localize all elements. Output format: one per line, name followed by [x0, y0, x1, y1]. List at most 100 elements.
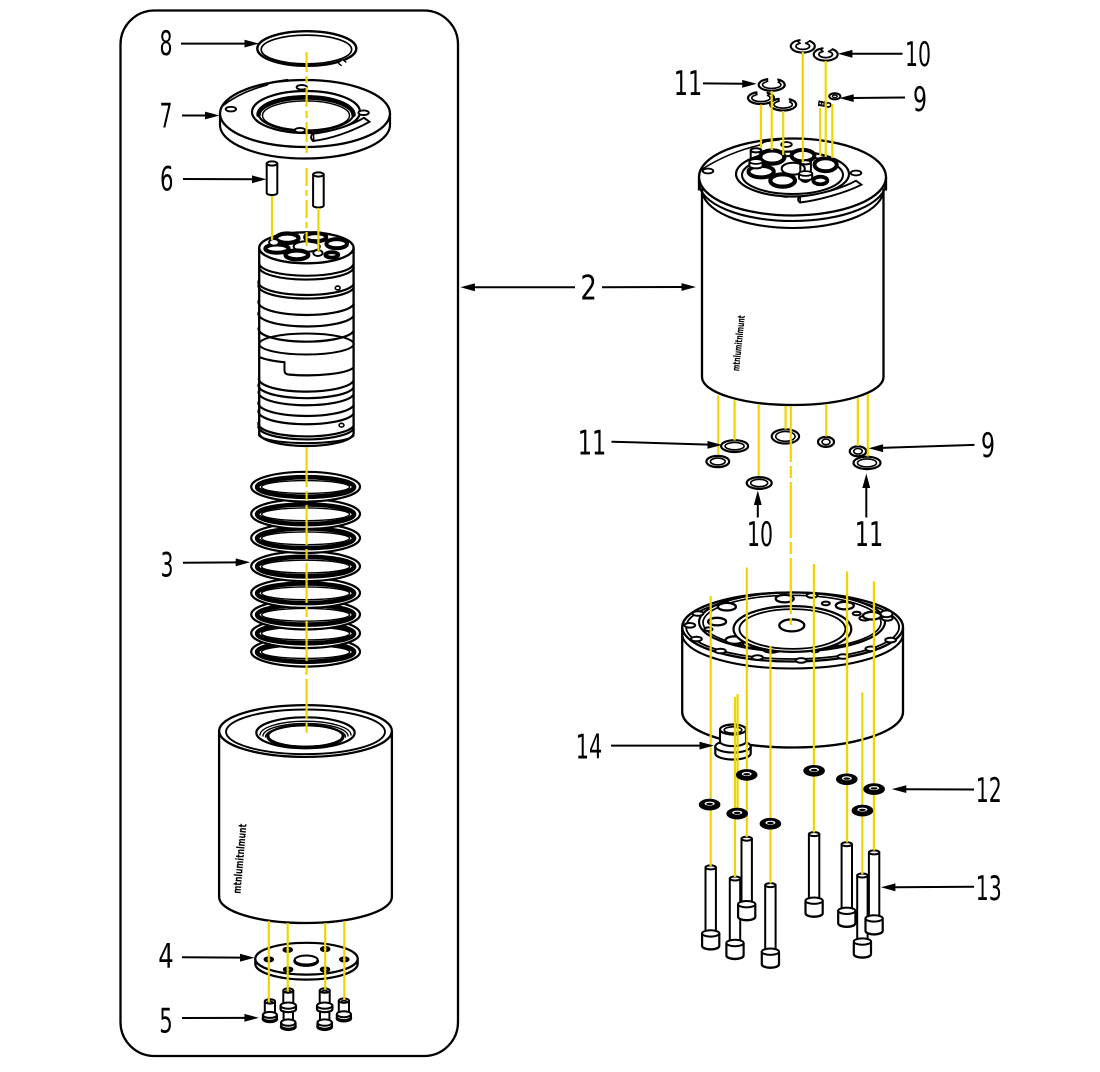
plate-hole-small [820, 600, 831, 607]
o-ring-hole [743, 773, 751, 776]
path [737, 916, 757, 922]
washer-inner [818, 50, 834, 59]
callout-number: 4 [158, 937, 174, 977]
bushing-bore [723, 725, 743, 735]
callout-13: 13 [880, 869, 1002, 909]
slot-edge [804, 40, 811, 45]
head-top [737, 900, 757, 909]
thread-band [257, 423, 355, 441]
thread-band [257, 298, 355, 317]
o-ring [726, 807, 749, 820]
callout-9: 9 [868, 426, 995, 466]
flange-front-edge [700, 188, 885, 230]
rim-hole [714, 647, 727, 655]
o-ring-hole [810, 768, 818, 772]
callout-number: 10 [747, 515, 773, 555]
callout-number: 2 [580, 269, 597, 309]
o-ring-hole [767, 821, 774, 825]
path [279, 1025, 297, 1032]
leader-arrowhead [742, 79, 757, 88]
flange-hole [293, 126, 307, 134]
callout-number: 10 [905, 35, 931, 75]
callout-number: 13 [976, 869, 1002, 909]
slotted-washer [812, 47, 839, 62]
callout-number: 9 [981, 426, 995, 466]
ring-wire [746, 91, 776, 106]
flange-hole [701, 167, 715, 175]
thread-band [258, 332, 355, 356]
side-hole [338, 422, 345, 428]
callout-number: 11 [578, 424, 607, 464]
callout-number: 14 [576, 728, 603, 768]
center-hole-shadow [293, 959, 320, 967]
screw-collar-top [279, 1001, 297, 1010]
ellipse [774, 430, 796, 443]
ring-end [789, 98, 792, 103]
screw-head [335, 1010, 352, 1019]
head-top [760, 947, 781, 956]
washer-outer [812, 47, 839, 62]
leader-arrowhead [839, 94, 854, 102]
leader-arrowhead [681, 283, 696, 291]
leader-arrowhead [240, 953, 255, 962]
rim-hole [691, 610, 705, 617]
o-ring-hole [859, 808, 866, 812]
washer [848, 445, 868, 458]
o-ring [735, 769, 758, 781]
leader-arrowhead [837, 49, 853, 58]
plate-hole [706, 616, 728, 627]
ring-end [777, 78, 781, 83]
rim-hole [683, 622, 697, 629]
callout-11: 11 [855, 473, 884, 555]
pin-top [312, 171, 325, 178]
crescent-notch [310, 116, 372, 142]
path [820, 100, 823, 107]
o-ring-hole [733, 811, 741, 815]
o-ring [803, 764, 825, 777]
bottom-edge [217, 895, 394, 925]
port [812, 156, 839, 174]
leader-arrowhead [244, 39, 259, 48]
brand-stamp: mtnlumitnlmunt [230, 823, 249, 894]
o-ring [835, 773, 858, 786]
notch-edge [271, 78, 289, 84]
leader-line [894, 885, 975, 889]
path [853, 953, 872, 959]
leader-arrowhead [460, 283, 475, 292]
washer-inner [795, 42, 811, 51]
snap-ring [769, 97, 798, 112]
set-screw [817, 92, 842, 108]
callout-number: 11 [855, 515, 884, 555]
ring-end [766, 92, 770, 96]
ellipse [852, 447, 864, 455]
cap-screws [701, 831, 884, 969]
pin-body [265, 162, 279, 197]
callout-6: 6 [160, 160, 267, 200]
port [758, 148, 787, 166]
callout-number: 5 [159, 1002, 173, 1042]
leader-arrowhead [244, 1013, 259, 1022]
thread-band [258, 265, 355, 281]
thread-band [257, 376, 355, 393]
leader-arrowhead [891, 785, 907, 793]
notch-edge [221, 84, 268, 108]
flathead-screws [261, 987, 353, 1032]
head-top [864, 914, 884, 923]
side-hole [334, 285, 341, 291]
leader-arrowhead [205, 111, 220, 120]
ellipse [798, 170, 814, 177]
bottom-edge [700, 375, 885, 407]
plate-hole [834, 600, 855, 611]
crescent-notch [797, 179, 864, 204]
path [335, 1016, 353, 1023]
path [804, 912, 824, 918]
ring-wire-inner [773, 100, 794, 109]
path [261, 1017, 279, 1024]
screw-head [261, 1010, 278, 1019]
centerlines [267, 52, 876, 1003]
centerlines-layer [267, 52, 876, 1003]
shank-top [807, 831, 821, 838]
leader-arrowhead [699, 741, 714, 750]
head-top [701, 929, 721, 938]
callout-number: 8 [160, 24, 173, 64]
